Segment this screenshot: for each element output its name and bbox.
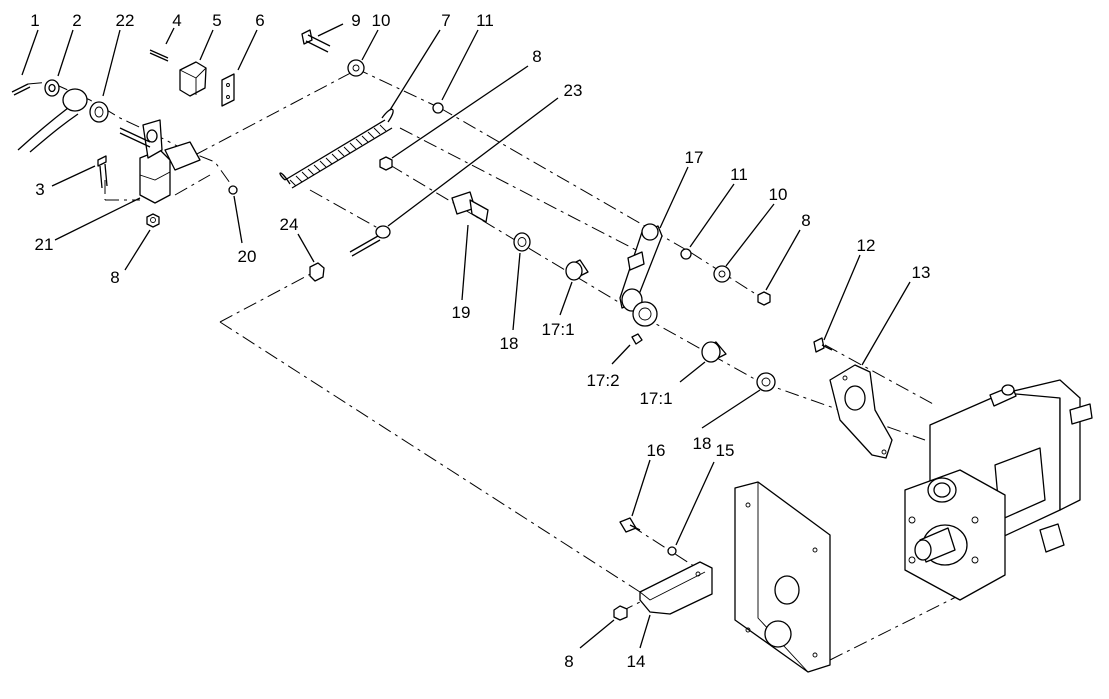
bolt-3 [97,155,108,189]
callout-10-a: 10 [372,11,391,30]
washer-15 [667,546,677,556]
callout-17: 17 [685,148,704,167]
callout-10-b: 10 [769,185,788,204]
washer-18-a [513,232,531,252]
callout-18-b: 18 [693,434,712,453]
callout-15: 15 [716,441,735,460]
mount-plate [734,481,831,673]
callout-6: 6 [255,11,264,30]
callout-labels: 1 2 22 4 5 6 3 21 8 20 9 10 7 11 8 23 24… [30,11,930,671]
bolt-19 [451,191,489,223]
nut-8-c [757,291,771,306]
nut-11-b [680,248,692,260]
eyebolt-23 [349,225,391,257]
callout-19: 19 [452,303,471,322]
nut-24 [309,262,325,282]
nut-8-d [613,605,628,621]
screw-4 [149,49,169,62]
callout-18-a: 18 [500,334,519,353]
lever-bracket-21 [119,119,201,204]
washer-18-b [756,372,776,392]
switch-5 [179,61,207,97]
pump-lever-17 [619,223,663,327]
nut-8-b [379,156,393,171]
bolt-12 [813,337,833,353]
callout-2: 2 [72,11,81,30]
callout-14: 14 [627,652,646,671]
grease-fitting-17-2 [631,333,643,345]
callout-24: 24 [280,215,299,234]
callout-16: 16 [647,441,666,460]
callout-11-b: 11 [730,165,748,184]
callout-17-1-b: 17:1 [639,389,672,408]
callout-3: 3 [35,180,44,199]
callout-5: 5 [212,11,221,30]
callout-8-a: 8 [110,268,119,287]
washer-10-b [713,265,731,283]
hydraulic-pump [904,379,1093,601]
bolt-9 [301,29,331,53]
nut-11-a [432,102,444,114]
callout-22: 22 [116,11,135,30]
callout-17-2: 17:2 [586,371,619,390]
cotter-pin-1 [11,83,31,96]
callout-8-d: 8 [564,652,573,671]
callout-4: 4 [172,11,181,30]
callout-17-1-a: 17:1 [541,320,574,339]
leader-lines [21,23,911,649]
callout-11-a: 11 [476,11,494,30]
callout-7: 7 [441,11,450,30]
callout-8-b: 8 [532,47,541,66]
washer-10-a [347,59,365,77]
callout-1: 1 [30,11,39,30]
callout-12: 12 [857,236,876,255]
washer-2 [44,79,60,97]
plate-6 [221,73,235,107]
callout-21: 21 [35,235,54,254]
nut-20 [228,185,238,195]
bushing-17-1-a [565,259,589,281]
nut-8-a [146,213,160,228]
callout-23: 23 [564,81,583,100]
rod-end-22 [17,88,109,153]
callout-13: 13 [912,263,931,282]
callout-8-c: 8 [801,211,810,230]
fitting-16 [619,517,641,533]
spring-7 [279,108,394,189]
callout-9: 9 [351,11,360,30]
bushing-17-1-b [701,341,727,363]
bracket-14 [639,561,713,615]
plate-13 [829,364,893,459]
callout-20: 20 [238,247,257,266]
